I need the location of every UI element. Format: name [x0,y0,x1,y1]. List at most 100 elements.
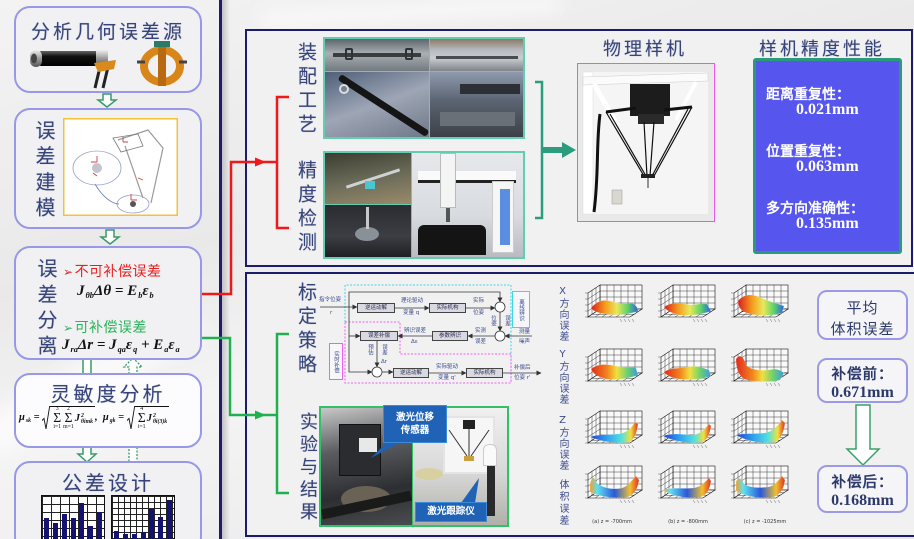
plot-axis-tick [631,444,635,449]
formula-term: = [93,338,109,353]
distance-repeatability-value: 0.021mm [796,101,859,118]
compensated-pose-label: 补偿后 [514,365,531,371]
plot-axis-tick [704,318,708,323]
position-repeatability-label: 位置重复性： [766,144,850,160]
error-modeling-box: 误差建模 [14,108,202,229]
offline-identification-frame [344,284,512,383]
error-surface [662,477,712,498]
before-compensation-value: 0.671mm [831,384,894,401]
summing-junction [494,301,506,313]
error-separation-title: 误差分离 [34,258,58,361]
cmm-base-fixture [418,225,486,255]
formula-symbol: = [93,337,110,354]
plot-axis-tick [765,318,769,323]
experiment-results-label: 实验与结果 [297,412,318,525]
plot-axis-tick [773,382,777,387]
formula-scripts: a [176,337,180,354]
actual-pose-label: 位姿 [473,310,485,316]
plot-axis-tick [627,444,631,449]
plot-axis-tick [773,318,777,323]
plot-grid-line [660,360,674,370]
plot-grid-line [733,290,747,300]
link-rod [436,56,518,59]
error-surface-plot [585,284,643,323]
error-compensation-block: 误差补偿 [360,331,398,341]
subscript: θi(3)k [152,418,168,425]
plot-axis-tick [692,318,696,323]
laser-sensor-photo [321,408,412,525]
formula-term: = [116,413,127,424]
plot-row-label: Y方向误差 [557,349,568,405]
summary-title: 体积误差 [830,320,895,338]
formula-term: Δr [78,338,93,353]
delta-robot-sketch [448,420,490,461]
frame-brace [674,81,698,121]
multidirectional-accuracy-label: 多方向准确性： [766,201,864,217]
measured-part [355,227,379,241]
formula-scripts: ra [71,337,78,354]
error-surface-plot [658,410,716,449]
frame-post [582,71,594,215]
assembly-photo [325,72,429,137]
plot-caption: (c) z = -1025mm [743,519,787,525]
plot-grid-line [587,296,601,306]
plot-grid-line [587,290,601,300]
end-effector [464,456,474,461]
assembly-process-label: 装配工艺 [295,42,317,138]
tolerance-design-title: 公差设计 [62,471,154,495]
error-surface-plot [731,410,789,449]
error-surface [735,419,786,443]
plot-axis-tick [700,499,704,504]
tolerance-bar [167,500,173,539]
error-surface-plot [731,348,789,387]
geometric-error-source-title: 分析几何误差源 [30,21,185,43]
clevis [94,60,116,72]
position-repeatability-value: 0.063mm [796,158,859,175]
fixture-base [440,112,515,126]
plot-caption: (b) z = -800mm [668,519,708,525]
frame-top-bar [582,72,709,86]
plot-axis-tick [777,444,781,449]
formula-symbol: , [95,412,103,424]
tolerance-bar [158,517,164,539]
plot-axis-tick [704,499,708,504]
formula-scripts: gk [110,412,116,424]
plot-axis-tick [769,444,773,449]
spherical-joint-image [137,41,187,86]
tolerance-bar [52,523,58,539]
down-arrow-icon [845,404,881,467]
formula-term: , [95,413,103,424]
error-surface-plot [658,284,716,323]
formula-symbol: E [127,283,138,300]
performance-title: 样机精度性能 [759,39,885,60]
identified-error-symbol: Δε [411,339,418,345]
probe-stem [366,207,369,229]
signal-line [348,307,373,375]
callout-tails [371,442,479,503]
callout-tail [461,478,479,503]
plot-row-label: X方向误差 [557,286,568,342]
actual-drive-label: 实际驱动 [436,364,459,370]
tolerance-bar-chart [111,495,175,539]
superscript: 2 [81,412,84,419]
rod-end [339,84,349,94]
radical-stroke [42,406,51,429]
delta-robot-image [582,71,709,215]
tolerance-bar [113,530,119,539]
subscript: q [133,344,138,354]
sigma-symbol: Σ [53,410,62,426]
tolerance-bar [149,509,155,539]
plot-axis-tick [777,499,781,504]
formula-symbol: J [109,337,117,354]
sum-lower-limit: m=1 [63,424,74,431]
pose-error-label: 误差 [504,315,510,326]
formula-term: = [111,284,127,299]
formula-symbol: Δθ [93,283,112,300]
